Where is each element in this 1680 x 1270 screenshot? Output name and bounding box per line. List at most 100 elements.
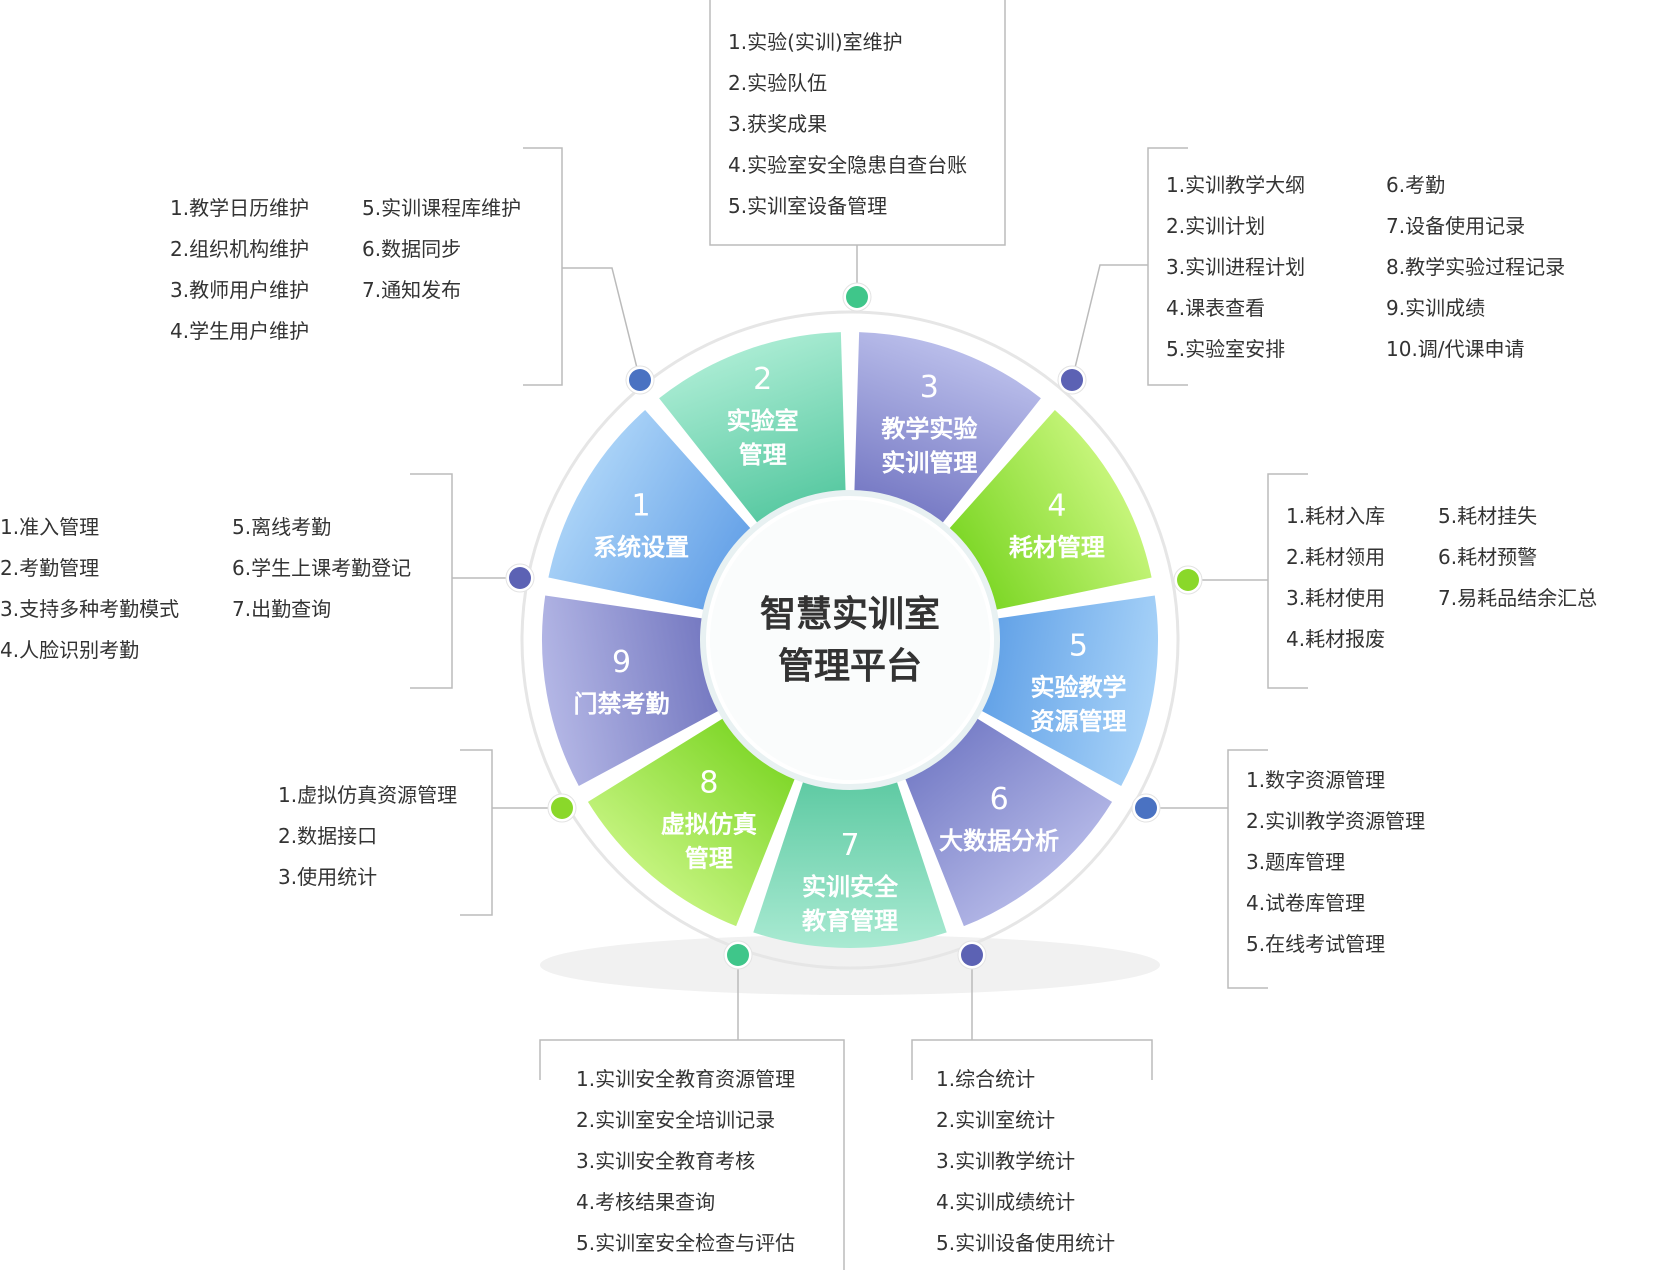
- list-item: 2.实训室统计: [936, 1108, 1056, 1132]
- connector-line: [1227, 749, 1268, 989]
- segment-consumables: [929, 410, 1152, 616]
- list-item: 1.虚拟仿真资源管理: [278, 783, 458, 807]
- list-item: 10.调/代课申请: [1386, 337, 1525, 361]
- segment-label: 管理: [685, 845, 733, 873]
- list-item: 3.实训进程计划: [1166, 255, 1306, 279]
- list-item: 2.组织机构维护: [170, 237, 310, 261]
- list-item: 8.教学实验过程记录: [1386, 255, 1566, 279]
- list-item: 7.通知发布: [362, 278, 462, 302]
- list-item: 5.在线考试管理: [1246, 932, 1386, 956]
- connector-dot: [727, 944, 749, 966]
- connector-line: [1071, 264, 1148, 381]
- segment-number: 9: [612, 645, 631, 680]
- list-item: 3.使用统计: [278, 865, 378, 889]
- segment-teaching-resources: [955, 595, 1158, 787]
- connector-line: [911, 1039, 1153, 1080]
- list-item: 4.考核结果查询: [576, 1190, 716, 1214]
- list-item: 3.实训教学统计: [936, 1149, 1076, 1173]
- list-item: 2.实训室安全培训记录: [576, 1108, 776, 1132]
- segment-number: 8: [699, 766, 718, 801]
- connector-line: [410, 473, 453, 689]
- segment-virtual-simulation: [587, 703, 806, 927]
- segment-label: 实验教学: [1030, 673, 1126, 701]
- list-item: 5.实训设备使用统计: [936, 1231, 1116, 1255]
- segment-big-data: [894, 703, 1113, 927]
- list-item: 4.实训成绩统计: [936, 1190, 1076, 1214]
- list-item: 7.设备使用记录: [1386, 214, 1526, 238]
- segment-label: 实训安全: [802, 873, 899, 901]
- list-item: 6.考勤: [1386, 173, 1446, 197]
- segment-number: 1: [632, 489, 651, 524]
- list-item: 5.实训室设备管理: [728, 194, 888, 218]
- list-item: 6.学生上课考勤登记: [232, 556, 412, 580]
- connector-dot: [629, 369, 651, 391]
- connector-dot: [1061, 369, 1083, 391]
- outer-ring: [520, 310, 1180, 970]
- list-item: 5.耗材挂失: [1438, 504, 1538, 528]
- segment-number: 4: [1047, 489, 1066, 524]
- segment-number: 7: [840, 828, 859, 863]
- list-item: 1.综合统计: [936, 1067, 1036, 1091]
- connector-line: [460, 749, 493, 916]
- list-item: 1.耗材入库: [1286, 504, 1386, 528]
- center-title-line2: 管理平台: [778, 646, 922, 687]
- list-item: 4.试卷库管理: [1246, 891, 1366, 915]
- list-item: 3.实训安全教育考核: [576, 1149, 756, 1173]
- list-item: 4.实验室安全隐患自查台账: [728, 153, 968, 177]
- connector-line: [1147, 147, 1188, 386]
- segment-label: 虚拟仿真: [661, 811, 757, 839]
- list-item: 3.耗材使用: [1286, 586, 1386, 610]
- connector-line: [709, 0, 1006, 246]
- list-item: 1.实训安全教育资源管理: [576, 1067, 796, 1091]
- connector-line: [539, 1039, 845, 1270]
- list-item: 1.数字资源管理: [1246, 768, 1386, 792]
- list-item: 5.实训室安全检查与评估: [576, 1231, 796, 1255]
- list-item: 2.实验队伍: [728, 71, 828, 95]
- list-item: 9.实训成绩: [1386, 296, 1486, 320]
- list-item: 2.实训教学资源管理: [1246, 809, 1426, 833]
- connector-dot: [846, 286, 868, 308]
- list-item: 2.耗材领用: [1286, 545, 1386, 569]
- list-item: 1.准入管理: [0, 515, 100, 539]
- list-item: 3.获奖成果: [728, 112, 828, 136]
- list-item: 4.课表查看: [1166, 296, 1266, 320]
- segment-label: 实训管理: [881, 449, 977, 477]
- list-item: 5.离线考勤: [232, 515, 332, 539]
- segment-label: 实验室: [727, 407, 799, 435]
- segment-label: 耗材管理: [1009, 534, 1105, 562]
- connector-dot: [551, 797, 573, 819]
- segment-number: 6: [990, 782, 1009, 817]
- segment-label: 大数据分析: [939, 827, 1059, 855]
- list-item: 7.出勤查询: [232, 597, 332, 621]
- connector-dot: [509, 567, 531, 589]
- list-item: 6.耗材预警: [1438, 545, 1538, 569]
- list-item: 3.题库管理: [1246, 850, 1346, 874]
- list-item: 5.实训课程库维护: [362, 196, 522, 220]
- list-item: 7.易耗品结余汇总: [1438, 586, 1598, 610]
- segment-label: 管理: [739, 441, 787, 469]
- connector-line: [562, 267, 641, 381]
- segment-label: 系统设置: [593, 534, 689, 562]
- list-item: 2.考勤管理: [0, 556, 100, 580]
- segment-number: 5: [1069, 628, 1088, 663]
- list-item: 1.实训教学大纲: [1166, 173, 1306, 197]
- connector-line: [1267, 473, 1308, 689]
- connector-line: [523, 147, 563, 386]
- segment-teaching-training: [853, 332, 1041, 546]
- list-item: 2.数据接口: [278, 824, 378, 848]
- list-item: 1.实验(实训)室维护: [728, 30, 903, 54]
- segment-safety-education: [753, 753, 947, 949]
- list-item: 4.耗材报废: [1286, 627, 1386, 651]
- list-item: 1.教学日历维护: [170, 196, 310, 220]
- connector-dot: [961, 944, 983, 966]
- list-item: 4.学生用户维护: [170, 319, 310, 343]
- segment-label: 教学实验: [881, 415, 977, 443]
- center-circle-inner: [710, 500, 990, 780]
- segment-number: 3: [920, 370, 939, 405]
- segment-label: 资源管理: [1030, 707, 1126, 735]
- segment-label: 教育管理: [802, 907, 898, 935]
- shadow: [540, 935, 1160, 995]
- list-item: 6.数据同步: [362, 237, 462, 261]
- list-item: 2.实训计划: [1166, 214, 1266, 238]
